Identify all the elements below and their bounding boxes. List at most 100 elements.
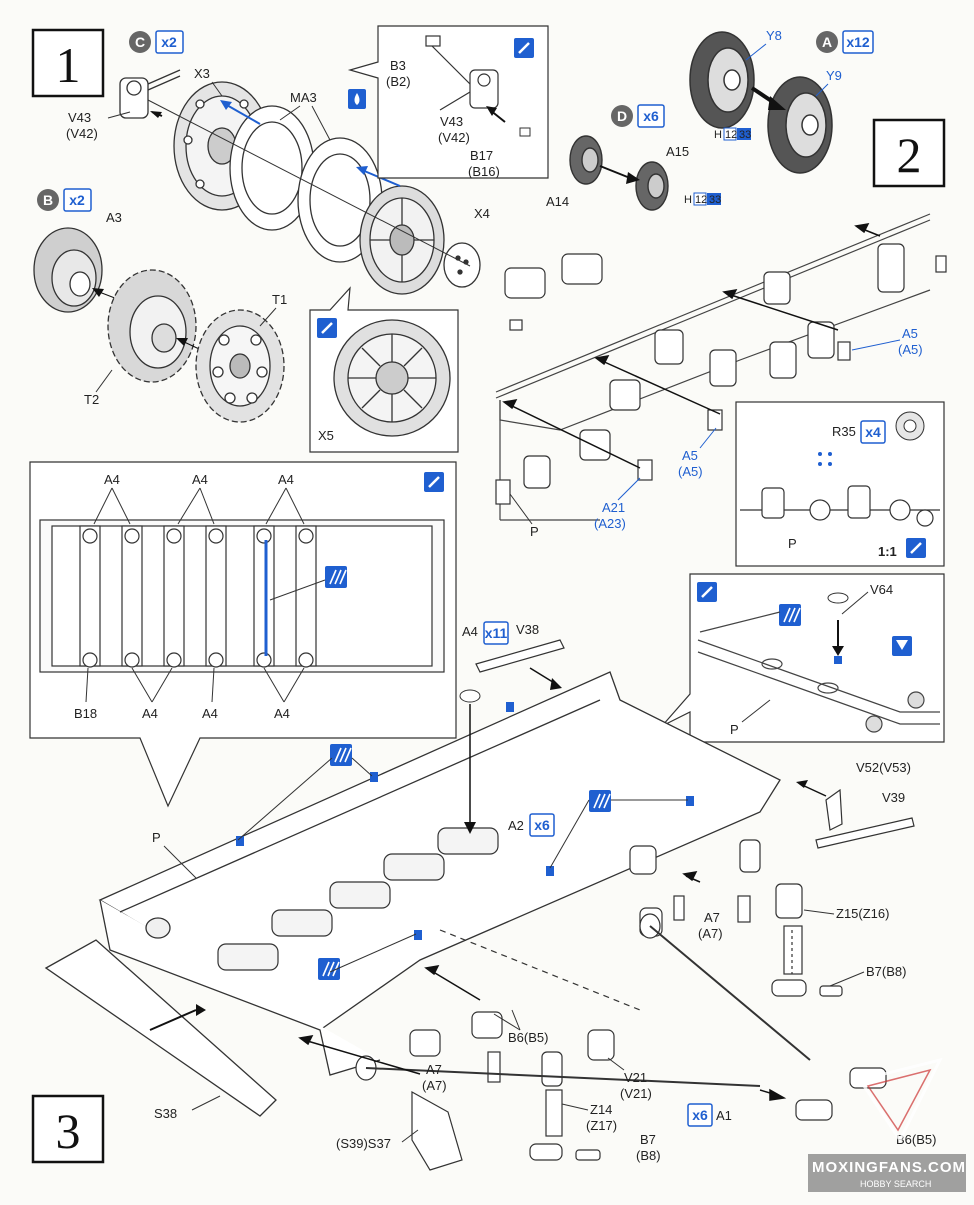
label-a5-lower: A5 [682,448,698,463]
label-a7-lower: A7 [426,1062,442,1077]
label-v38: V38 [516,622,539,637]
sprue-b-badge: B x2 [37,188,92,212]
hatch-paint-icon [330,744,352,766]
label-z17: (Z17) [586,1118,617,1133]
label-a2: A2 [508,818,524,833]
assembly-arrows-step2 [502,223,881,469]
scale-label: 1:1 [878,544,897,559]
step-2-box [872,118,946,188]
label-b3: B3 [390,58,406,73]
sprue-a-badge: A x12 [816,30,874,54]
label-v43: V43 [68,110,91,125]
label-y8: Y8 [766,28,782,43]
label-a5-lower-alt: (A5) [678,464,703,479]
svg-text:12: 12 [725,129,737,141]
svg-text:A: A [822,34,832,50]
a1-multiplier: x6 [692,1107,708,1123]
svg-text:H: H [684,194,692,206]
paint-code-a: H 12 33 [684,192,721,206]
label-p-step2: P [530,524,539,539]
step-1-number: 1 [56,37,81,93]
label-b6: B6(B5) [508,1030,548,1045]
drive-hub-a3 [33,227,103,313]
label-a14: A14 [546,194,569,209]
hatch-paint-icon [779,604,801,626]
svg-text:12: 12 [695,194,707,206]
label-a15: A15 [666,144,689,159]
label-a21: A21 [602,500,625,515]
label-a7: A7 [704,910,720,925]
wheel-y9 [767,76,833,174]
svg-text:x2: x2 [69,192,85,208]
step-3-box [31,1094,105,1164]
svg-text:33: 33 [709,194,721,206]
blue-arrow-icon [356,166,368,175]
hatch-paint-icon [589,790,611,812]
wheel-x5-detail [333,319,451,437]
label-b2: (B2) [386,74,411,89]
a4-detail-inset: A4 A4 A4 B18 A4 A4 A4 [29,461,457,808]
svg-text:B: B [43,192,53,208]
label-a4-6: A4 [274,706,290,721]
label-a1: A1 [716,1108,732,1123]
blue-arrow-icon [220,100,232,110]
v64-detail-inset: V64 P [661,573,945,743]
watermark-main: MOXINGFANS.COM [812,1159,966,1176]
x5-detail-inset: X5 [309,286,459,453]
wheel-y8 [689,31,755,129]
paint-brush-icon [906,538,926,558]
a4-multiplier: x11 [485,625,508,641]
label-v64: V64 [870,582,893,597]
hub-cap-x4 [443,242,481,288]
step-3-number: 3 [56,1103,81,1159]
arrow-icon [92,288,104,297]
rear-plate-s38 [44,939,277,1117]
road-wheel-x5 [359,185,445,295]
leader-lines-step3 [237,757,688,973]
label-b7: B7(B8) [866,964,906,979]
paint-code-y: H 12 33 [714,127,751,141]
label-v42-detail: (V42) [438,130,470,145]
label-x4: X4 [474,206,490,221]
label-p-v64: P [730,722,739,737]
label-v21-alt: (V21) [620,1086,652,1101]
suspension-parts [355,839,887,1171]
label-z15: Z15(Z16) [836,906,889,921]
svg-text:x4: x4 [865,424,881,440]
label-a3: A3 [106,210,122,225]
rubber-ring-ma3 [229,105,383,263]
step-2-section: 2 A x12 Y8 Y9 H 12 33 [495,28,947,567]
svg-text:x12: x12 [846,34,870,50]
label-a5: A5 [902,326,918,341]
label-s39-s37: (S39)S37 [336,1136,391,1151]
paint-brush-icon [514,38,534,58]
paint-brush-icon [697,582,717,602]
label-b8: (B8) [636,1148,661,1163]
sprue-c-badge: C x2 [129,30,184,54]
blue-fittings [236,702,694,940]
label-b17: B17 [470,148,493,163]
label-a5-alt: (A5) [898,342,923,357]
arrow-icon [196,1004,206,1016]
label-v52: V52(V53) [856,760,911,775]
label-p-step3: P [152,830,161,845]
a2-multiplier: x6 [534,817,550,833]
svg-text:H: H [714,129,722,141]
svg-text:x6: x6 [643,108,659,124]
label-a7-alt: (A7) [698,926,723,941]
idler-crank-detail [425,35,499,111]
watermark-sub: HOBBY SEARCH [860,1179,931,1189]
svg-text:C: C [135,34,145,50]
bogie-brackets-step2 [495,243,947,505]
label-ma3: MA3 [290,90,317,105]
paint-brush-icon [317,318,337,338]
label-v43-detail: V43 [440,114,463,129]
paint-drop-icon [348,89,366,109]
label-x3: X3 [194,66,210,81]
r35-detail-inset: R35 x4 P 1:1 [735,401,945,567]
assembly-axis-line [147,99,471,267]
inset-detail-box: B3 (B2) V43 (V42) B17 (B16) [347,25,549,179]
axle-rods [365,925,811,1087]
label-a7-lower-alt: (A7) [422,1078,447,1093]
